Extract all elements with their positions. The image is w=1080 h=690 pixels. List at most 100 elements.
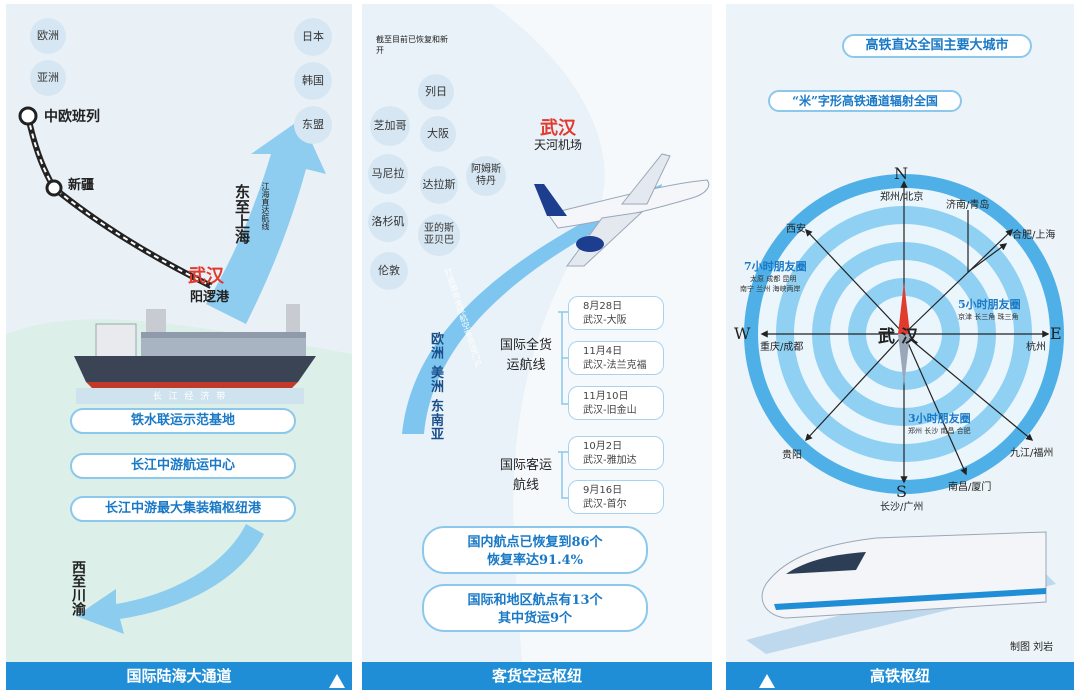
ring7-title: 7小时朋友圈: [744, 260, 807, 273]
stat-domestic: 国内航点已恢复到86个 恢复率达91.4%: [422, 526, 648, 574]
dir-south: 长沙/广州: [880, 502, 924, 513]
route-date: 10月2日: [583, 441, 623, 452]
dir-hefei: 合肥/上海: [1012, 230, 1056, 241]
ring5-title: 5小时朋友圈: [958, 298, 1021, 311]
compass-s: S: [896, 482, 907, 501]
compass-e: E: [1050, 324, 1062, 343]
city-los-angeles: 洛杉矶: [368, 202, 408, 242]
rail-subtitle: “米”字形高铁通道辐射全国: [768, 90, 962, 112]
rail-mid-node: [45, 179, 63, 197]
ring7-cities2: 南宁 兰州 海峡两岸: [740, 285, 801, 293]
footer-air: 客货空运枢纽: [362, 662, 712, 690]
west-arrow: [76, 524, 264, 634]
city-osaka: 大阪: [420, 116, 456, 152]
city-liege: 列日: [418, 74, 454, 110]
region-asia: 亚洲: [30, 60, 66, 96]
region-europe: 欧洲: [30, 18, 66, 54]
cargo-ship: [74, 304, 316, 388]
rail-ties: [27, 115, 212, 287]
panel-high-speed-rail: 高铁直达全国主要大城市 “米”字形高铁通道辐射全国: [726, 4, 1074, 662]
city-chicago: 芝加哥: [370, 106, 410, 146]
badge-rail-water: 铁水联运示范基地: [70, 408, 296, 434]
rail-mid-label: 新疆: [68, 178, 95, 193]
airplane: [534, 153, 710, 267]
route-date: 11月4日: [583, 346, 623, 357]
route-name: 武汉-大阪: [583, 314, 627, 326]
dir-north: 郑州/北京: [880, 192, 924, 203]
compass-w: W: [734, 324, 751, 343]
credit: 制图 刘岩: [1010, 642, 1054, 653]
dir-jiujiang: 九江/福州: [1010, 448, 1054, 459]
cargo-route-3: 11月10日武汉-旧金山: [568, 386, 664, 420]
hub-port: 阳逻港: [190, 290, 230, 305]
dir-east: 杭州: [1026, 342, 1046, 353]
rail-start-label: 中欧班列: [44, 109, 100, 125]
dir-xian: 西安: [786, 224, 806, 235]
city-dallas: 达拉斯: [420, 166, 458, 204]
ship-band-label: 长 江 经 济 带: [152, 392, 228, 402]
airport-note: 截至目前已恢复和新开: [376, 35, 448, 56]
stat-domestic-line2: 恢复率达91.4%: [486, 553, 583, 569]
route-name: 武汉-雅加达: [583, 454, 637, 466]
dir-guiyang: 贵阳: [782, 450, 802, 461]
river-area: [6, 319, 352, 662]
direction-arrows: [760, 180, 1050, 484]
compass-n: N: [894, 164, 908, 183]
city-manila: 马尼拉: [368, 154, 408, 194]
cargo-route-1: 8月28日武汉-大阪: [568, 296, 664, 330]
east-route-label: 东至上海: [233, 184, 251, 244]
west-route-label: 西至川渝: [70, 560, 86, 616]
dir-nanchang: 南昌/厦门: [948, 482, 992, 493]
panel-sea-land-corridor: 欧洲 亚洲 日本 韩国 东盟 中欧班列 新疆 东至上海 江海直达航线 武汉 阳逻…: [6, 4, 352, 662]
footer-divider-1: [329, 674, 345, 688]
ring3-title: 3小时朋友圈: [908, 412, 971, 425]
corridor-regions: 欧洲 美洲 东南亚: [428, 332, 443, 442]
stat-international-line1: 国际和地区航点有13个: [467, 593, 603, 608]
bullet-train: [746, 531, 1056, 654]
airport-name: 天河机场: [534, 138, 583, 152]
ring3-cities: 郑州 长沙 南昌 合肥: [908, 427, 971, 435]
route-date: 11月10日: [583, 391, 629, 402]
stat-international-line2: 其中货运9个: [497, 611, 573, 627]
ring7-cities1: 太原 成都 昆明: [750, 275, 797, 283]
east-arrow: [206, 119, 326, 324]
dir-west: 重庆/成都: [760, 342, 804, 353]
route-date: 9月16日: [583, 485, 623, 496]
hub-city: 武汉: [188, 266, 224, 287]
route-name: 武汉-旧金山: [583, 404, 637, 416]
rail-center-city: 武汉: [878, 327, 924, 347]
rail-start-node: [18, 106, 38, 126]
passenger-route-1: 10月2日武汉-雅加达: [568, 436, 664, 470]
city-london: 伦敦: [370, 252, 408, 290]
compass-needle-north: [898, 282, 910, 334]
east-route-small: 江海直达航线: [261, 182, 270, 230]
route-name: 武汉-首尔: [583, 498, 627, 510]
footer-divider-2: [759, 674, 775, 688]
stat-domestic-line1: 国内航点已恢复到86个: [467, 535, 603, 550]
city-amsterdam: 阿姆斯特丹: [466, 156, 506, 196]
footer-rail: 高铁枢纽: [726, 662, 1074, 690]
rail-title: 高铁直达全国主要大城市: [842, 34, 1032, 58]
cargo-routes-title: 国际全货运航线: [499, 338, 552, 373]
rail-line: [25, 115, 213, 289]
city-addis-ababa: 亚的斯亚贝巴: [418, 214, 460, 256]
badge-shipping-center: 长江中游航运中心: [70, 453, 296, 479]
cargo-route-2: 11月4日武汉-法兰克福: [568, 341, 664, 375]
panel-air-hub: 截至目前已恢复和新开 列日 芝加哥 大阪 马尼拉 达拉斯 阿姆斯特丹 洛杉矶 亚…: [362, 4, 712, 662]
compass-needle-south: [898, 334, 910, 386]
rail-radar: [744, 174, 1064, 494]
region-korea: 韩国: [294, 62, 332, 100]
panel1-graphics: [6, 106, 352, 662]
ring5-cities: 京津 长三角 珠三角: [958, 313, 1019, 321]
passenger-routes-title: 国际客运航线: [499, 458, 552, 493]
region-asean: 东盟: [294, 106, 332, 144]
dir-jinan: 济南/青岛: [946, 200, 990, 211]
airport-city: 武汉: [540, 118, 576, 139]
route-date: 8月28日: [583, 301, 623, 312]
footer-sea-land: 国际陆海大通道: [6, 662, 352, 690]
badge-container-port: 长江中游最大集装箱枢纽港: [70, 496, 296, 522]
ship-band-bg: [76, 388, 304, 404]
stat-international: 国际和地区航点有13个 其中货运9个: [422, 584, 648, 632]
region-japan: 日本: [294, 18, 332, 56]
route-name: 武汉-法兰克福: [583, 359, 647, 371]
